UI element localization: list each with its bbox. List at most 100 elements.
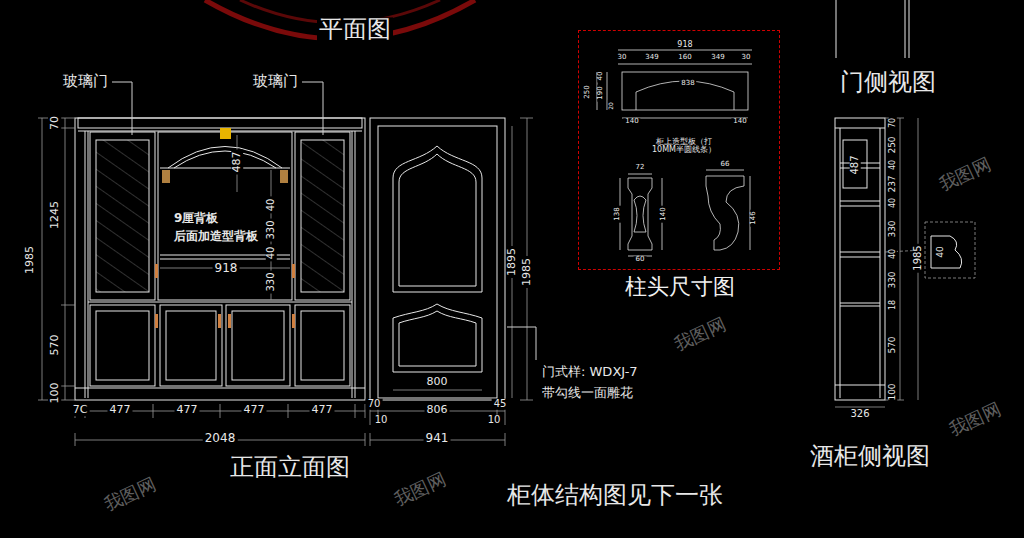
- door-elevation: [399, 311, 476, 366]
- side-view: [909, 0, 910, 58]
- column-head-detail: [622, 72, 748, 110]
- cabinet-elevation: [168, 147, 282, 169]
- door-elevation: [393, 146, 482, 292]
- dimension-text: 1985: [24, 244, 36, 276]
- cabinet-elevation: [75, 388, 365, 389]
- cabinet-elevation: [174, 151, 276, 168]
- dimension-text: 160: [676, 54, 693, 61]
- watermark: 我图网: [935, 154, 996, 196]
- cabinet-elevation: [352, 131, 353, 398]
- dimension-lines: [61, 386, 75, 387]
- dimension-text: 190: [597, 84, 604, 101]
- watermark: 我图网: [945, 399, 1006, 441]
- side-view: [835, 385, 885, 386]
- dimension-text: 18: [889, 298, 897, 312]
- dimension-text: 30: [616, 54, 629, 61]
- dimension-text: 70: [366, 399, 383, 410]
- dimension-text: 330: [266, 218, 277, 241]
- cabinet-elevation: [232, 311, 284, 380]
- side-view-dimensions: [835, 118, 975, 407]
- dimension-text: 40: [889, 247, 897, 261]
- cabinet-hardware: [155, 128, 295, 328]
- cabinet-elevation: [295, 305, 350, 386]
- watermark: 我图网: [390, 469, 451, 511]
- cabinet-hardware: [280, 170, 288, 183]
- door-elevation: [378, 126, 497, 398]
- column-head-detail: [706, 176, 744, 250]
- column-head-detail: [636, 81, 734, 110]
- door-style-note: 门式样: WDXJ-7: [540, 365, 640, 379]
- cabinet-hardware: [292, 314, 295, 328]
- door-elevation: [370, 118, 505, 400]
- column-head-detail: [597, 50, 752, 256]
- dimension-text: 806: [425, 404, 450, 416]
- dimension-text: 10: [486, 415, 503, 426]
- detail-title: 柱头尺寸图: [625, 275, 735, 299]
- dimension-text: 250: [888, 134, 897, 155]
- view-title: 平面图: [317, 17, 393, 42]
- dimension-text: 570: [49, 333, 61, 358]
- dimension-text: 140: [731, 118, 748, 125]
- dimension-text: 918: [213, 262, 240, 275]
- side-view: [905, 0, 906, 58]
- dimension-text: 1895: [506, 246, 518, 278]
- dimension-text: 140: [623, 118, 640, 125]
- cabinet-elevation: [226, 305, 290, 386]
- dimension-text: 66: [719, 161, 732, 168]
- dimension-text: 2048: [203, 432, 238, 445]
- dimension-text: 100: [888, 381, 897, 402]
- dimension-lines: [42, 118, 43, 400]
- cabinet-elevation: [90, 132, 155, 300]
- dimension-lines: [520, 400, 533, 401]
- cabinet-elevation: [160, 305, 222, 386]
- dimension-lines: [520, 118, 533, 119]
- dimension-text: 477: [175, 404, 200, 416]
- dimension-lines: [365, 433, 366, 446]
- dimension-text: 330: [888, 269, 897, 290]
- dimension-text: 1985: [521, 256, 533, 288]
- cabinet-hardware: [220, 128, 231, 139]
- dimension-text: 72: [634, 164, 647, 171]
- cabinet-elevation: [88, 302, 352, 303]
- dimension-text: 40: [266, 245, 277, 262]
- dimension-text: 7C: [71, 404, 90, 416]
- view-title: 酒柜侧视图: [808, 444, 932, 469]
- dimension-text: 349: [709, 54, 726, 61]
- cabinet-elevation: [355, 131, 356, 398]
- side-view-dimensions: [900, 118, 901, 400]
- cabinet-elevation: [75, 118, 365, 400]
- side-view-dimensions: [925, 222, 975, 278]
- dimension-text: 1245: [49, 199, 61, 231]
- door-elevation: [399, 154, 476, 286]
- dimension-text: 140: [660, 205, 667, 222]
- side-view: [836, 0, 837, 58]
- dimension-lines: [220, 404, 221, 418]
- dimension-lines: [75, 433, 76, 446]
- dimension-text: 237: [888, 173, 897, 194]
- leader-line: [112, 82, 536, 360]
- cabinet-hardware: [228, 314, 231, 328]
- dimension-text: 1985: [913, 243, 924, 272]
- dimension-lines: [38, 118, 48, 119]
- dimension-text: 138: [614, 205, 621, 222]
- dimension-text: 30: [740, 54, 753, 61]
- dimension-text: 40: [889, 196, 897, 210]
- cabinet-hardware: [155, 264, 158, 278]
- cabinet-elevation: [301, 311, 344, 380]
- dimension-text: 800: [425, 376, 450, 388]
- column-head-detail: [628, 178, 652, 250]
- cabinet-hardware: [155, 314, 158, 328]
- dimension-lines: [61, 128, 75, 129]
- dimension-text: 487: [850, 153, 861, 176]
- dimension-text: 70: [889, 116, 897, 130]
- column-head-detail: [634, 196, 646, 232]
- side-view: [840, 306, 880, 307]
- dimension-lines: [38, 118, 533, 446]
- dimension-text: 40: [889, 158, 897, 172]
- dimension-text: 941: [424, 432, 451, 445]
- dimension-lines: [355, 404, 356, 418]
- column-head-detail: [628, 174, 652, 175]
- dimension-text: 570: [888, 334, 897, 355]
- dimension-text: 10: [373, 415, 390, 426]
- note-text: 柜体结构图见下一张: [505, 483, 725, 508]
